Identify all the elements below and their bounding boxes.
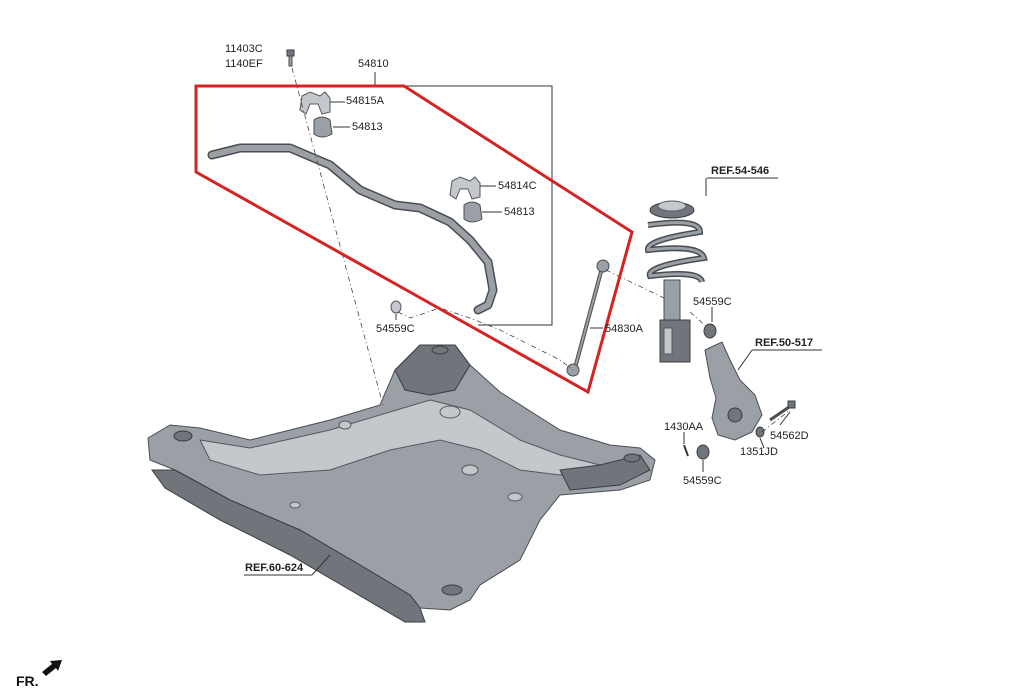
label-54814C: 54814C (498, 180, 537, 192)
leader-1351JD (759, 437, 765, 449)
alignment-line-strut-nut (689, 311, 709, 329)
nut-54559C-lower[interactable] (696, 444, 710, 460)
front-direction-label: FR. (16, 673, 39, 689)
label-54815A: 54815A (346, 95, 385, 107)
group-box-54810 (374, 72, 553, 326)
highlight-frame (194, 84, 634, 395)
steering-knuckle[interactable] (704, 341, 763, 441)
label-54830A: 54830A (605, 323, 644, 335)
strut-assembly[interactable] (645, 200, 708, 363)
bolt-11403C[interactable] (286, 49, 295, 67)
label-ref-50-517[interactable]: REF.50-517 (755, 337, 813, 349)
label-54559C-lower: 54559C (683, 475, 722, 487)
label-11403C: 11403C (225, 43, 263, 55)
label-54810: 54810 (358, 58, 389, 70)
leader-ref50517 (737, 349, 753, 371)
alignment-line-bolt-lower (761, 409, 791, 433)
leader-ref60624 (311, 554, 331, 576)
alignment-line-link (605, 269, 665, 299)
bushing-54813-second[interactable] (463, 201, 483, 223)
bolt-1430AA[interactable] (683, 444, 689, 457)
label-54559C-right: 54559C (693, 296, 732, 308)
nut-54559C-right[interactable] (703, 323, 717, 339)
label-1430AA: 1430AA (664, 421, 704, 433)
label-54562D: 54562D (770, 430, 809, 442)
nut-1351JD[interactable] (755, 426, 765, 438)
bracket-54814C[interactable] (449, 176, 481, 200)
stabilizer-link-54830A[interactable] (566, 259, 610, 377)
label-54813-second: 54813 (504, 206, 535, 218)
stabilizer-bar[interactable] (207, 143, 498, 315)
label-ref-54-546[interactable]: REF.54-546 (711, 165, 769, 177)
label-1140EF: 1140EF (225, 58, 263, 70)
alignment-line-nut (397, 307, 574, 371)
bracket-54815A[interactable] (299, 91, 331, 115)
label-54559C-left: 54559C (376, 323, 415, 335)
front-arrow-icon (42, 660, 62, 676)
label-1351JD: 1351JD (740, 446, 778, 458)
bushing-54813-top[interactable] (313, 116, 333, 138)
leader-54562D (779, 411, 791, 426)
nut-54559C-left[interactable] (390, 300, 402, 314)
bolt-54562D[interactable] (769, 400, 796, 422)
alignment-line-bolt (291, 67, 384, 406)
label-54813-top: 54813 (352, 121, 383, 133)
front-subframe[interactable] (147, 344, 656, 623)
label-ref-60-624[interactable]: REF.60-624 (245, 562, 304, 574)
